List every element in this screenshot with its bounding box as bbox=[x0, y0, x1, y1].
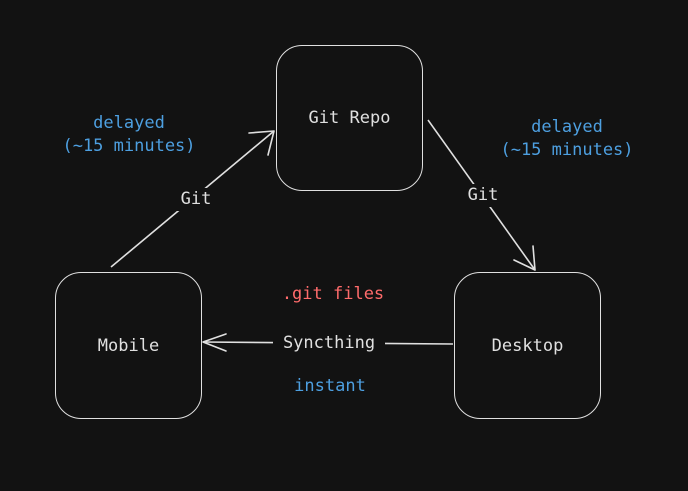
note-instant: instant bbox=[294, 376, 366, 396]
node-git-repo: Git Repo bbox=[276, 45, 423, 191]
arrowhead-repo-to-desktop bbox=[513, 245, 536, 271]
arrowhead-mobile-to-repo bbox=[248, 130, 275, 156]
node-mobile-label: Mobile bbox=[97, 335, 160, 356]
edge-label-repo-to-desktop: Git bbox=[461, 184, 505, 207]
edge-label-desktop-to-mobile: Syncthing bbox=[273, 332, 385, 355]
node-mobile: Mobile bbox=[55, 272, 202, 419]
note-mobile-to-repo-line1: delayed bbox=[93, 113, 165, 133]
note-mobile-to-repo: delayed (~15 minutes) bbox=[48, 112, 210, 158]
note-repo-to-desktop-line1: delayed bbox=[531, 117, 603, 137]
node-git-repo-label: Git Repo bbox=[308, 108, 391, 128]
note-repo-to-desktop-line2: (~15 minutes) bbox=[500, 140, 634, 160]
node-desktop: Desktop bbox=[454, 272, 601, 419]
node-desktop-label: Desktop bbox=[491, 335, 564, 356]
note-git-files: .git files bbox=[281, 284, 385, 304]
arrowhead-desktop-to-mobile bbox=[202, 333, 227, 352]
note-mobile-to-repo-line2: (~15 minutes) bbox=[62, 136, 196, 156]
edge-label-mobile-to-repo: Git bbox=[174, 188, 218, 211]
note-repo-to-desktop: delayed (~15 minutes) bbox=[486, 116, 648, 162]
